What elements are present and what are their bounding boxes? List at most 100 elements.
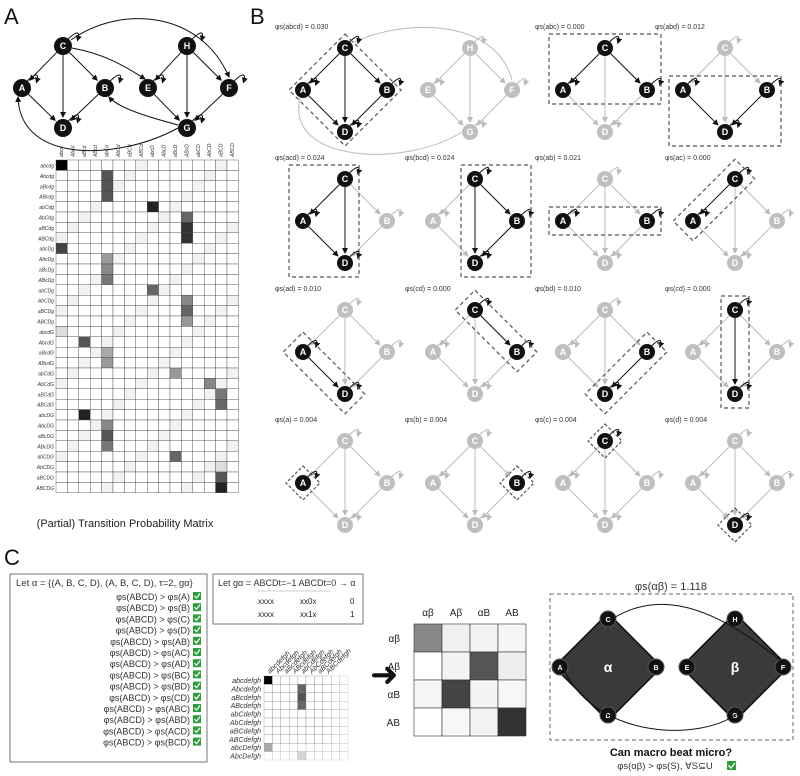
matrix-cell [89, 461, 102, 473]
matrix-cell [146, 461, 159, 473]
matrix-cell [181, 419, 193, 431]
node-c [467, 302, 483, 318]
matrix-cell [89, 284, 102, 296]
micro-cell [314, 743, 323, 752]
matrix-cell [181, 274, 193, 285]
node-c-label: C [732, 436, 739, 446]
matrix-cell [135, 284, 148, 296]
matrix-cell [146, 409, 159, 421]
micro-cell [331, 701, 340, 710]
matrix-cell [89, 201, 102, 213]
matrix-row-label: ABCDg [36, 320, 54, 326]
matrix-cell [226, 336, 239, 348]
subsystem-phi-label: φs(ad) = 0.010 [275, 286, 321, 293]
node-b-label: B [514, 216, 521, 226]
matrix-cell [89, 232, 102, 244]
macro-cell [413, 651, 443, 681]
matrix-col-label: aBCD [219, 143, 225, 157]
micro-cell [297, 743, 307, 752]
micro-cell [263, 743, 273, 752]
matrix-cell [135, 451, 148, 462]
node-a [555, 344, 571, 360]
matrix-cell [101, 284, 114, 296]
macro-member-label: F [781, 665, 786, 672]
matrix-col-label: ABcd [93, 145, 99, 158]
matrix-cell [192, 336, 205, 348]
node-g [462, 124, 478, 140]
micro-cell [297, 751, 307, 761]
matrix-cell [135, 305, 148, 317]
matrix-cell [146, 430, 159, 441]
matrix-cell [78, 388, 91, 400]
matrix-cell [158, 388, 171, 400]
matrix-cell [55, 190, 68, 202]
matrix-cell [78, 471, 91, 483]
matrix-cell [78, 159, 91, 171]
matrix-cell [158, 430, 171, 441]
micro-row-label: Abcdefgh [230, 686, 261, 693]
node-b-label: B [514, 347, 521, 357]
matrix-cell [192, 295, 205, 306]
micro-cell [263, 726, 273, 735]
micro-cell [339, 734, 349, 744]
node-d [597, 255, 613, 271]
matrix-cell [158, 284, 171, 296]
micro-cell [297, 717, 307, 727]
matrix-cell [124, 461, 137, 473]
matrix-cell [135, 399, 148, 410]
matrix-cell [135, 388, 148, 400]
matrix-cell [146, 295, 159, 306]
micro-cell [322, 709, 332, 719]
matrix-cell [146, 305, 159, 317]
matrix-cell [78, 440, 91, 452]
matrix-cell [112, 440, 125, 452]
matrix-cell [203, 242, 216, 254]
node-a-label: A [560, 347, 567, 357]
node-c-label: C [732, 305, 739, 315]
matrix-cell [169, 471, 182, 483]
check-icon [193, 715, 201, 724]
matrix-cell [226, 440, 239, 452]
matrix-cell [146, 399, 159, 410]
matrix-cell [112, 315, 125, 327]
matrix-cell [78, 180, 91, 192]
matrix-cell [101, 482, 114, 493]
matrix-cell [215, 419, 228, 431]
micro-cell [280, 675, 290, 685]
macro-cell [413, 623, 443, 653]
check-icon [193, 737, 201, 746]
matrix-cell [89, 347, 102, 358]
matrix-cell [89, 409, 102, 421]
matrix-cell [112, 232, 125, 244]
check-icon [193, 726, 201, 735]
macro-beta-node [684, 616, 786, 718]
matrix-cell [215, 367, 228, 379]
matrix-cell [203, 305, 216, 317]
micro-row-label: AbcDefgh [229, 754, 261, 761]
matrix-cell [226, 253, 239, 265]
matrix-row-label: aBcDG [38, 434, 54, 440]
g-alpha-box [212, 573, 364, 625]
matrix-col-label: aBcD [173, 144, 179, 157]
matrix-cell [124, 419, 137, 431]
matrix-cell [203, 399, 216, 410]
matrix-cell [67, 347, 80, 358]
node-d-label: D [342, 127, 349, 137]
node-g-label: G [466, 127, 473, 137]
node-c-label: C [342, 305, 349, 315]
subsystem-phi-label: φs(ac) = 0.000 [665, 155, 711, 162]
matrix-cell [135, 440, 148, 452]
node-a [425, 475, 441, 491]
matrix-cell [158, 222, 171, 233]
node-a-label: A [560, 85, 567, 95]
matrix-cell [226, 326, 239, 337]
macro-conclusion: φs(αβ) > φs(S), ∀S⊆U [617, 761, 713, 771]
subsystem-outline [587, 423, 623, 459]
matrix-cell [55, 399, 68, 410]
node-a [685, 344, 701, 360]
matrix-cell [226, 201, 239, 213]
matrix-col-label: abCd [105, 145, 111, 157]
